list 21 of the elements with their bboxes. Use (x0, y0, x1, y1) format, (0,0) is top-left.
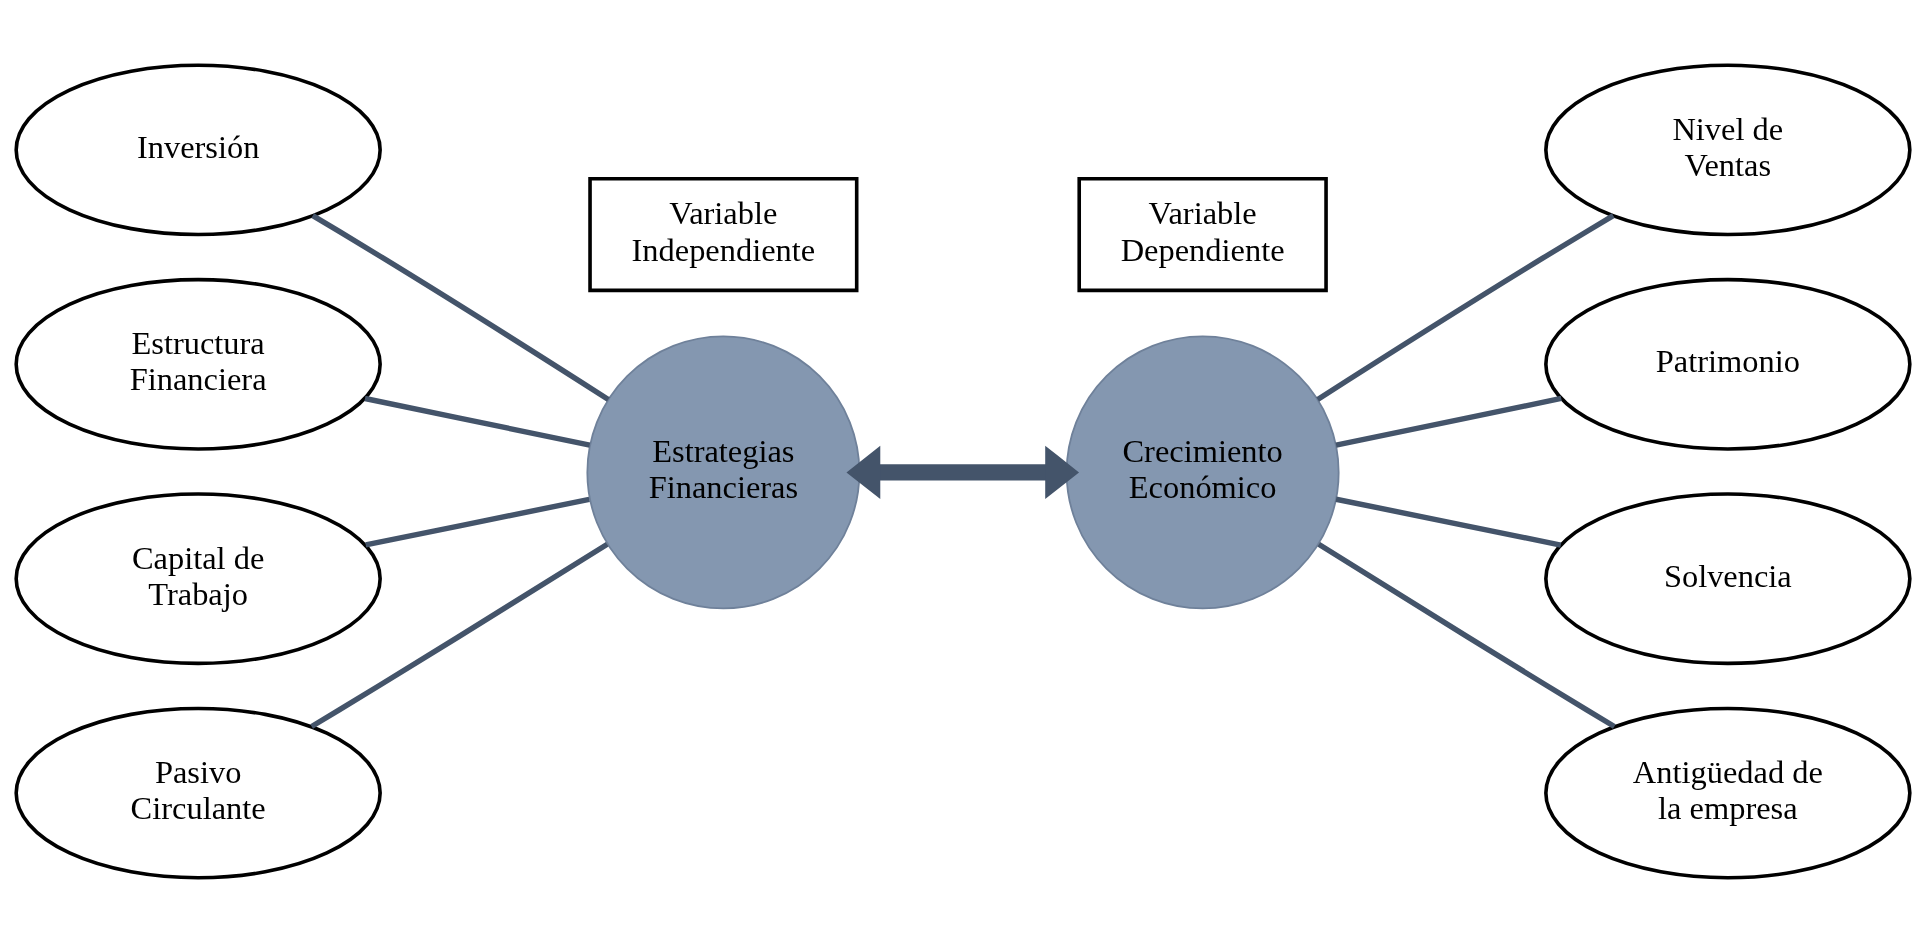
connector (1316, 212, 1615, 402)
node-ellipse: Nivel de Ventas (1544, 62, 1912, 236)
connector (364, 395, 591, 448)
node-ellipse: Estructura Financiera (14, 277, 382, 451)
connector (1317, 541, 1616, 729)
node-ellipse: Solvencia (1544, 491, 1912, 665)
node-ellipse: Inversión (14, 62, 382, 236)
connector (1335, 395, 1562, 448)
connector (365, 496, 590, 548)
node-ellipse: Antigüedad de la empresa (1544, 706, 1912, 880)
node-ellipse: Capital de Trabajo (14, 491, 382, 665)
node-circle: Crecimiento Económico (1065, 334, 1340, 609)
node-ellipse: Patrimonio (1544, 277, 1912, 451)
connector (310, 541, 609, 729)
node-box: Variable Dependiente (1077, 176, 1328, 292)
node-circle: Estrategias Financieras (586, 334, 861, 609)
node-ellipse: Pasivo Circulante (14, 706, 382, 880)
connector (1335, 496, 1562, 548)
arrow (846, 445, 1080, 499)
connector (311, 212, 610, 402)
node-box: Variable Independiente (588, 176, 859, 292)
